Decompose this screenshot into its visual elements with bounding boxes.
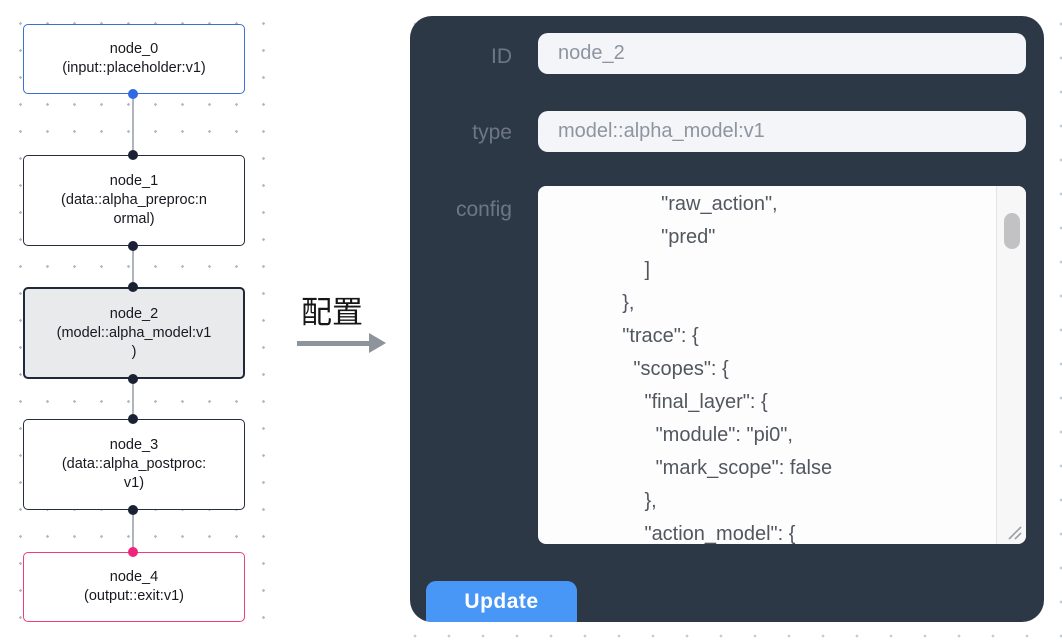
- handle-node1-target[interactable]: [128, 150, 138, 160]
- type-input[interactable]: [538, 111, 1026, 152]
- handle-node4-target[interactable]: [128, 547, 138, 557]
- flow-node-node-4[interactable]: node_4 (output::exit:v1): [23, 552, 245, 622]
- node-config-panel: ID type config "raw_action", "pred" ] },…: [410, 16, 1044, 622]
- edge-node0-node1: [132, 94, 134, 155]
- config-json-text[interactable]: "raw_action", "pred" ] }, "trace": { "sc…: [622, 193, 833, 544]
- edge-node2-node3: [132, 379, 134, 419]
- handle-node3-source[interactable]: [128, 505, 138, 515]
- id-field-label: ID: [491, 45, 512, 68]
- type-field-label: type: [472, 121, 512, 144]
- update-button[interactable]: Update: [426, 581, 577, 622]
- configure-arrow: [297, 341, 369, 346]
- config-scrollbar-track[interactable]: [996, 186, 1026, 544]
- textarea-resize-handle-icon[interactable]: [1005, 523, 1023, 541]
- config-textarea[interactable]: "raw_action", "pred" ] }, "trace": { "sc…: [538, 186, 1026, 544]
- config-scrollbar-thumb[interactable]: [1004, 213, 1020, 249]
- handle-node0-source[interactable]: [128, 89, 138, 99]
- configure-arrow-head-icon: [369, 333, 386, 353]
- flow-node-node-0[interactable]: node_0 (input::placeholder:v1): [23, 24, 245, 94]
- flow-node-node-3[interactable]: node_3 (data::alpha_postproc: v1): [23, 419, 245, 510]
- edge-node1-node2: [132, 246, 134, 287]
- id-input[interactable]: [538, 33, 1026, 74]
- edge-node3-node4: [132, 510, 134, 552]
- configure-annotation-label: 配置: [301, 295, 363, 330]
- handle-node2-target[interactable]: [128, 282, 138, 292]
- config-field-label: config: [455, 198, 512, 221]
- handle-node1-source[interactable]: [128, 241, 138, 251]
- handle-node3-target[interactable]: [128, 414, 138, 424]
- flow-node-node-1[interactable]: node_1 (data::alpha_preproc:n ormal): [23, 155, 245, 246]
- handle-node2-source[interactable]: [128, 374, 138, 384]
- flow-node-node-2-selected[interactable]: node_2 (model::alpha_model:v1 ): [23, 287, 245, 379]
